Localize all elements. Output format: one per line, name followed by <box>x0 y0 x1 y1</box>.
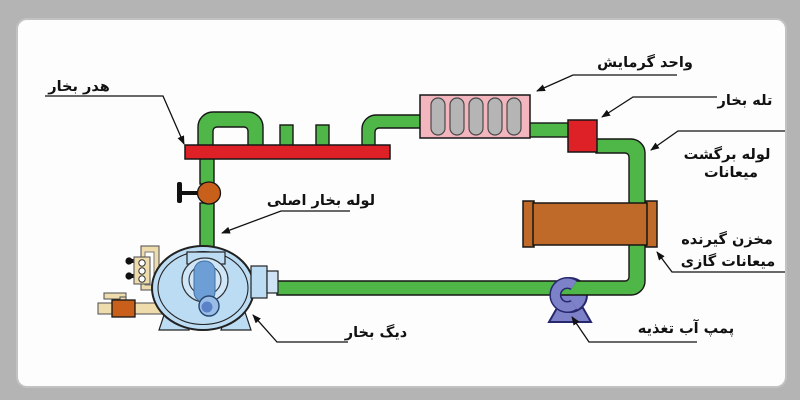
radiator-fin <box>468 97 484 136</box>
steam-header-bar <box>184 144 391 160</box>
gauge-bolt-icon-top <box>125 257 133 265</box>
sight-glass-port <box>138 259 146 267</box>
sight-glass-port <box>138 275 146 283</box>
leader-steam-trap <box>601 96 717 118</box>
steam-trap <box>567 119 598 153</box>
header-stub-pipe-1 <box>279 124 294 147</box>
condensate-return-pipe <box>276 138 646 296</box>
leader-feed-pump <box>571 316 697 343</box>
leader-heating-unit <box>536 74 677 92</box>
radiator-fin <box>430 97 446 136</box>
leader-steam-header <box>45 95 185 145</box>
steam-header-loop-pipe <box>197 111 264 147</box>
header-stub-pipe-2 <box>315 124 330 147</box>
label-receiver-tank-line1: مخزن گیرنده <box>681 230 773 248</box>
label-steam-header: هدر بخار <box>47 79 110 95</box>
label-heating-unit: واحد گرمایش <box>597 53 693 71</box>
trap-inlet-pipe <box>528 122 570 138</box>
pump-volute-icon <box>550 278 577 312</box>
radiator-fin <box>506 97 522 136</box>
valve-handle-icon <box>177 182 182 203</box>
label-condensate-return-line1: لوله برگشت <box>684 145 771 163</box>
boiler-outlet-nozzle <box>250 265 268 299</box>
valve-stem <box>181 191 200 195</box>
label-steam-trap: تله بخار <box>717 93 773 109</box>
burner-valve <box>111 299 136 318</box>
leader-boiler <box>252 314 348 343</box>
gauge-bolt-stem-bottom <box>129 274 137 278</box>
main-steam-pipe-upper <box>199 157 215 185</box>
radiator-supply-pipe <box>361 114 422 147</box>
burner-handle <box>103 292 127 300</box>
main-steam-valve <box>196 181 222 205</box>
label-steam-boiler: دیگ بخار <box>344 323 407 341</box>
steam-boiler-group <box>97 245 279 331</box>
label-feed-water-pump: پمپ آب تغذیه <box>638 319 734 337</box>
boiler-outlet-flange <box>266 270 279 294</box>
label-receiver-tank-line2: میعانات گازی <box>681 252 776 270</box>
radiator-fin <box>487 97 503 136</box>
leader-condensate-return <box>650 130 785 151</box>
radiator-fin <box>449 97 465 136</box>
gauge-bolt-icon-bottom <box>125 272 133 280</box>
label-condensate-return-line2: میعانات <box>704 165 758 181</box>
burner-port-core <box>201 301 213 313</box>
label-main-steam-pipe: لوله بخار اصلی <box>267 193 375 209</box>
gauge-bolt-stem-top <box>129 259 137 263</box>
condensate-receiver-tank <box>532 202 648 246</box>
leader-main-steam-pipe <box>221 210 350 234</box>
sight-glass-port <box>138 267 146 275</box>
leader-receiver-tank <box>656 251 785 273</box>
